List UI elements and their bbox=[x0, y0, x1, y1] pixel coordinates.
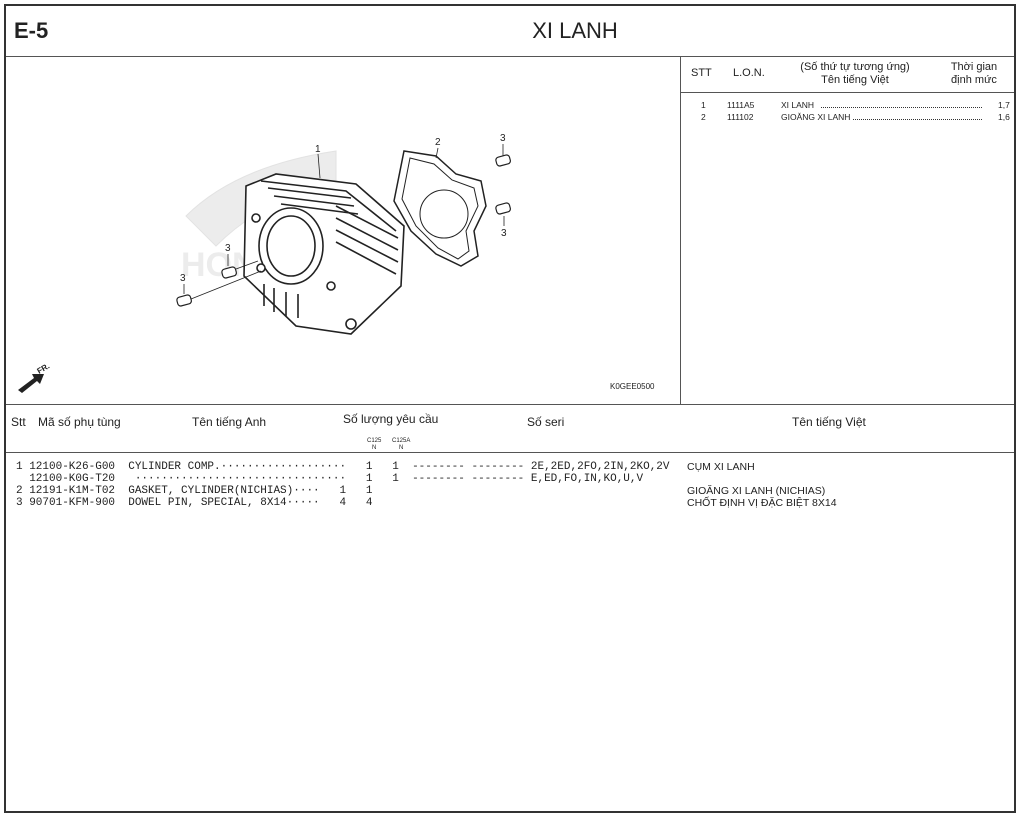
vietnamese-name: CỤM XI LANH bbox=[687, 461, 755, 473]
part-line: 2 12191-K1M-T02 GASKET, CYLINDER(NICHIAS… bbox=[16, 485, 373, 497]
col-quantity: Số lượng yêu cầu bbox=[343, 412, 439, 426]
part-line: 3 90701-KFM-900 DOWEL PIN, SPECIAL, 8X14… bbox=[16, 497, 373, 509]
cylinder-illustration: HONDA bbox=[18, 133, 511, 393]
part-line: 12100-K0G-T20 ··························… bbox=[16, 473, 644, 485]
col-serial: Số seri bbox=[527, 415, 565, 429]
parts-catalog-page: E-5 XI LANH HONDA bbox=[4, 4, 1016, 813]
svg-text:FR.: FR. bbox=[36, 361, 52, 375]
col-stt-header: STT bbox=[691, 67, 712, 79]
cylinder-part bbox=[243, 173, 405, 335]
model-c125a-sub: N bbox=[399, 445, 404, 451]
model-c125a: C125A bbox=[392, 438, 411, 444]
page-header: E-5 XI LANH bbox=[6, 6, 1014, 57]
model-c125-sub: N bbox=[372, 445, 377, 451]
col-vietnamese-name: Tên tiếng Việt bbox=[792, 415, 866, 429]
col-part-number: Mã số phụ tùng bbox=[38, 415, 121, 429]
vietnamese-name: CHỐT ĐỊNH VỊ ĐẶC BIỆT 8X14 bbox=[687, 497, 837, 509]
front-arrow-icon: FR. bbox=[18, 361, 51, 393]
callout-leaders bbox=[183, 144, 505, 294]
col-name-header: (Số thứ tự tương ứng)Tên tiếng Việt bbox=[800, 61, 910, 86]
figure-ref-code: K0GEE0500 bbox=[610, 382, 655, 391]
callout-3b: 3 bbox=[501, 228, 507, 239]
exploded-diagram: HONDA bbox=[6, 56, 681, 404]
gasket-part bbox=[393, 150, 487, 267]
page-title: XI LANH bbox=[532, 18, 618, 43]
callout-1: 1 bbox=[315, 144, 321, 155]
labor-time-panel: STT L.O.N. (Số thứ tự tương ứng)Tên tiến… bbox=[681, 56, 1014, 404]
model-c125: C125 bbox=[367, 438, 382, 444]
col-stt: Stt bbox=[11, 415, 26, 429]
callout-2: 2 bbox=[435, 137, 441, 148]
callout-3a: 3 bbox=[500, 133, 506, 144]
callout-3d: 3 bbox=[180, 273, 186, 284]
parts-list: Stt Mã số phụ tùng Tên tiếng Anh Số lượn… bbox=[6, 404, 1014, 811]
labor-row: 2 111102 GIOĂNG XI LANH 1,6 bbox=[701, 112, 1010, 122]
col-lon-header: L.O.N. bbox=[733, 67, 765, 79]
dowel-pins bbox=[176, 154, 511, 307]
callout-3c: 3 bbox=[225, 243, 231, 254]
section-code: E-5 bbox=[14, 18, 49, 43]
part-line: 1 12100-K26-G00 CYLINDER COMP.··········… bbox=[16, 461, 670, 473]
labor-row: 1 1111A5 XI LANH 1,7 bbox=[701, 100, 1010, 110]
vietnamese-name: GIOĂNG XI LANH (NICHIAS) bbox=[687, 485, 826, 497]
col-english-name: Tên tiếng Anh bbox=[192, 415, 267, 429]
